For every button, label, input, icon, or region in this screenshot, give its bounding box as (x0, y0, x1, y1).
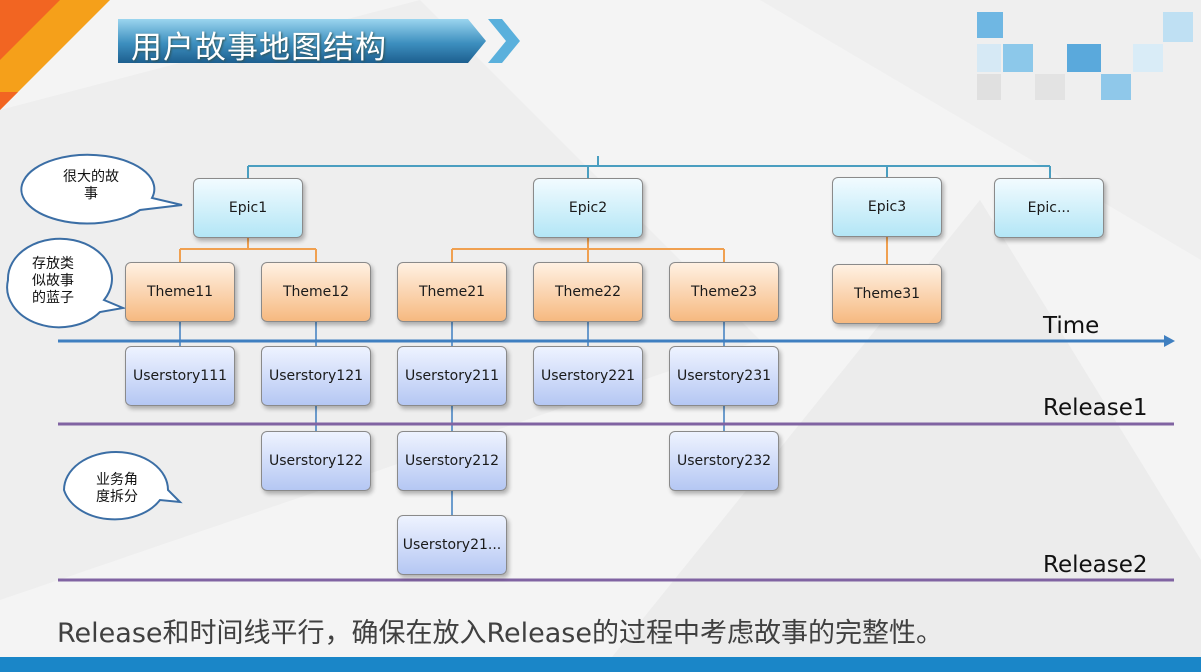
page-title: 用户故事地图结构 (131, 30, 387, 66)
callout-big-story: 很大的故 事 (63, 169, 119, 202)
story-card[interactable]: Userstory221 (533, 346, 643, 406)
theme-card[interactable]: Theme11 (125, 262, 235, 322)
story-card[interactable]: Userstory211 (397, 346, 507, 406)
callout-business-split: 业务角 度拆分 (96, 472, 138, 505)
theme-card[interactable]: Theme22 (533, 262, 643, 322)
story-card[interactable]: Userstory122 (261, 431, 371, 491)
title-banner (118, 19, 520, 63)
theme-card[interactable]: Theme23 (669, 262, 779, 322)
footer-bar (0, 657, 1201, 672)
time-label: Time (1043, 313, 1100, 339)
callout-basket: 存放类 似故事 的蓝子 (32, 256, 74, 306)
theme-card[interactable]: Theme12 (261, 262, 371, 322)
release1-label: Release1 (1043, 395, 1148, 421)
epic-card[interactable]: Epic2 (533, 178, 643, 238)
story-card[interactable]: Userstory111 (125, 346, 235, 406)
release2-label: Release2 (1043, 552, 1148, 578)
epic-card[interactable]: Epic1 (193, 178, 303, 238)
story-card[interactable]: Userstory212 (397, 431, 507, 491)
story-card[interactable]: Userstory232 (669, 431, 779, 491)
story-card[interactable]: Userstory21... (397, 515, 507, 575)
epic-card[interactable]: Epic3 (832, 177, 942, 237)
footer-caption: Release和时间线平行，确保在放入Release的过程中考虑故事的完整性。 (57, 618, 943, 649)
story-card[interactable]: Userstory231 (669, 346, 779, 406)
decorative-squares (977, 12, 1193, 100)
theme-card[interactable]: Theme21 (397, 262, 507, 322)
theme-card[interactable]: Theme31 (832, 264, 942, 324)
story-card[interactable]: Userstory121 (261, 346, 371, 406)
epic-card[interactable]: Epic... (994, 178, 1104, 238)
